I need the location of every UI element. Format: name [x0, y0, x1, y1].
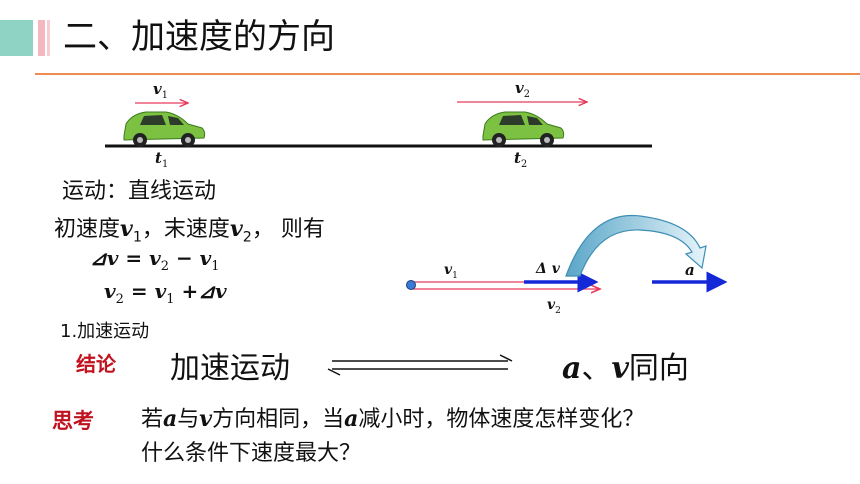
t2-label: t2: [514, 149, 528, 170]
motion-type-text: 运动：直线运动: [62, 179, 217, 204]
equation-v2: v2 = v1 +⊿v: [104, 279, 227, 307]
curved-arrow-icon: [565, 214, 707, 277]
title-divider: [35, 73, 860, 75]
equation-delta-v: ⊿v = v2 − v1: [90, 246, 220, 274]
vector-a-label: a: [685, 261, 695, 279]
v2-label: v2: [515, 79, 530, 100]
t1-label: t1: [155, 149, 169, 170]
conclusion-left-text: 加速运动: [170, 352, 290, 385]
think-question-1: 若a与v方向相同，当a减小时，物体速度怎样变化？: [141, 406, 645, 432]
page-title: 二、加速度的方向: [63, 17, 335, 57]
think-question-2: 什么条件下速度最大？: [141, 441, 362, 466]
conclusion-label: 结论: [76, 352, 116, 376]
title-accent-bar: [38, 20, 45, 56]
car-icon: [123, 111, 206, 147]
double-arrow-icon: [327, 354, 513, 376]
conclusion-right-text: a、v同向: [562, 351, 689, 386]
vector-v2-label: v2: [547, 297, 561, 316]
origin-dot: [406, 280, 416, 290]
v1-label: v1: [153, 80, 168, 101]
vector-v1-label: v1: [444, 262, 458, 281]
title-accent-bar-thin: [47, 20, 50, 56]
car-icon: [482, 111, 565, 147]
think-label: 思考: [52, 409, 94, 433]
vector-dv-label: Δ v: [536, 261, 560, 277]
section-heading: 1.加速运动: [60, 321, 150, 342]
title-accent-block: [0, 20, 33, 56]
initial-final-velocity-text: 初速度v1，末速度v2， 则有: [54, 216, 325, 246]
